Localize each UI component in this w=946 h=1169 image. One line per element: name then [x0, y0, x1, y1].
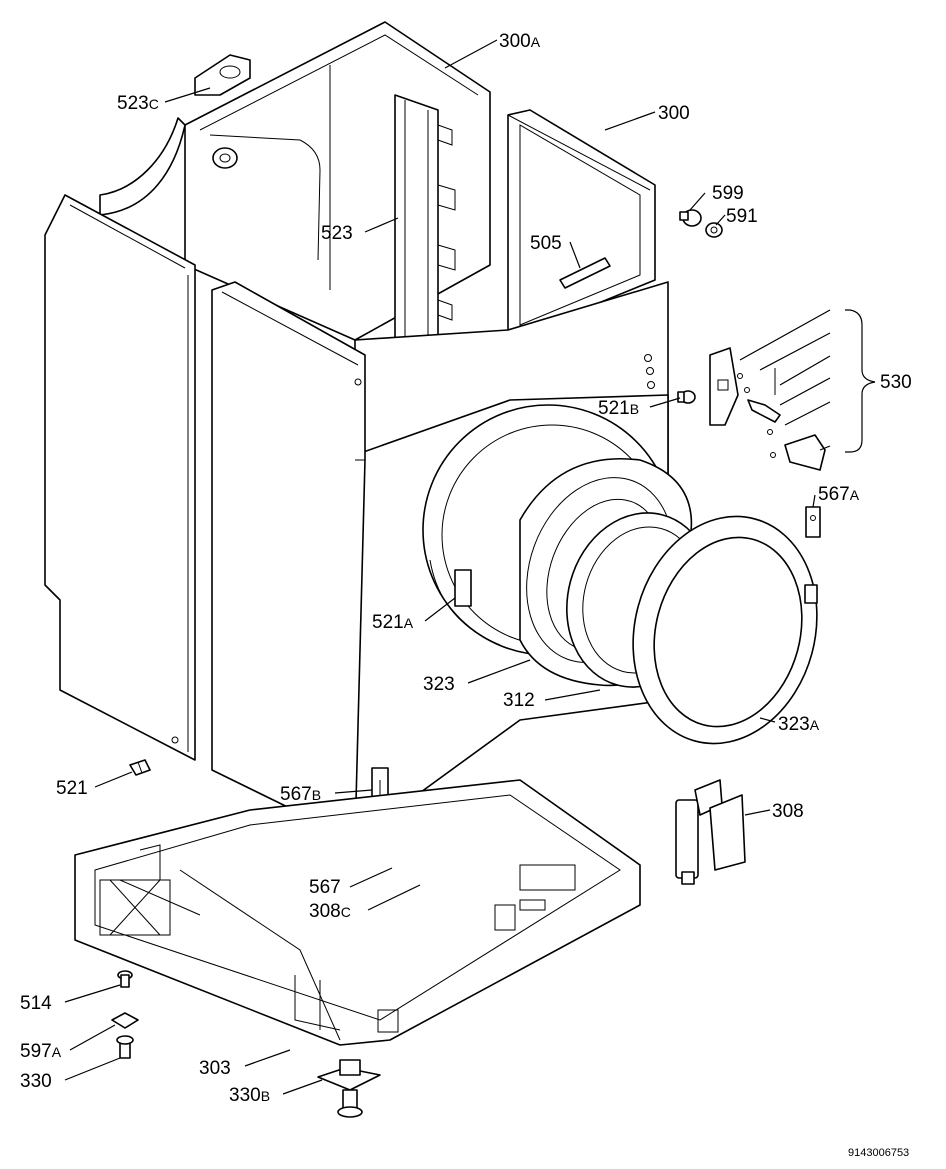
front-panel — [211, 281, 366, 841]
callout-521a: 521A — [372, 612, 414, 633]
callout-567a: 567A — [818, 484, 860, 505]
callout-514: 514 — [20, 993, 52, 1014]
callout-330: 330 — [20, 1071, 52, 1092]
washer-591 — [705, 222, 723, 238]
door-lock-530 — [709, 347, 826, 471]
rod-505 — [559, 257, 611, 289]
callout-labels: 523C 300A 300 599 591 523 505 530 521B 5… — [20, 31, 912, 1106]
clip-523c — [194, 54, 251, 96]
hinge-308 — [675, 779, 746, 885]
knob-599 — [679, 209, 702, 227]
callout-567: 567 — [309, 877, 341, 898]
callout-323: 323 — [423, 674, 455, 695]
base-303 — [74, 779, 641, 1046]
foot-330b — [317, 1059, 381, 1118]
catalog-number: 9143006753 — [848, 1147, 909, 1159]
bracket-521a — [454, 569, 472, 607]
callout-530: 530 — [880, 372, 912, 393]
callout-597a: 597A — [20, 1041, 62, 1062]
callout-300: 300 — [658, 103, 690, 124]
callout-521: 521 — [56, 778, 88, 799]
callout-521b: 521B — [598, 398, 639, 419]
foot-330 — [116, 1035, 134, 1059]
callout-330b: 330B — [229, 1085, 270, 1106]
callout-523c: 523C — [117, 93, 159, 114]
leader-lines — [64, 39, 816, 1095]
callout-303: 303 — [199, 1058, 231, 1079]
callout-300a: 300A — [499, 31, 541, 52]
callout-323a: 323A — [778, 714, 820, 735]
callout-308: 308 — [772, 801, 804, 822]
callout-567b: 567B — [280, 784, 321, 805]
clip-567a — [805, 506, 821, 538]
nut-597a — [111, 1012, 139, 1029]
right-side-panel-300 — [507, 109, 656, 341]
door-ring-323a — [632, 515, 818, 745]
screw-521b — [677, 390, 696, 404]
callout-599: 599 — [712, 183, 744, 204]
callout-505: 505 — [530, 233, 562, 254]
left-side-panel — [44, 194, 196, 761]
screw-521 — [129, 759, 151, 776]
callout-312: 312 — [503, 690, 535, 711]
callout-591: 591 — [726, 206, 758, 227]
callout-523: 523 — [321, 223, 353, 244]
screw-514 — [117, 970, 133, 988]
callout-308c: 308C — [309, 901, 351, 922]
